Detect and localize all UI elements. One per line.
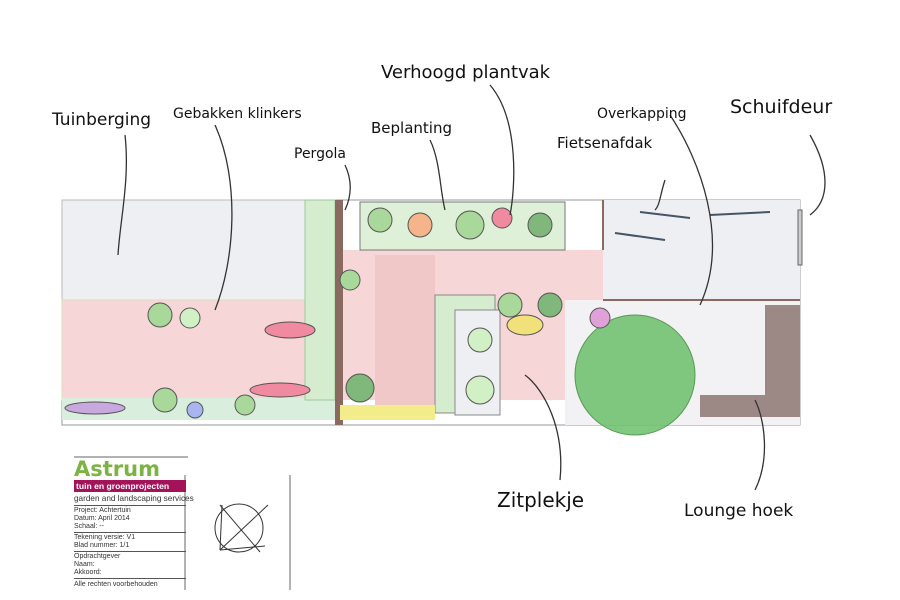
scale-field: Schaal: --: [74, 523, 104, 530]
company-logo: Astrum: [74, 457, 160, 481]
label-beplanting: Beplanting: [371, 119, 452, 137]
date-field: Datum: April 2014: [74, 515, 130, 522]
bike-shelter-area: [603, 200, 800, 300]
label-arrows: [117, 84, 826, 491]
client-heading: Opdrachtgever: [74, 553, 121, 560]
path: [375, 255, 435, 405]
label-lounge-hoek: Lounge hoek: [684, 501, 793, 521]
pergola-beam: [335, 200, 343, 425]
bike-icons: [614, 211, 771, 241]
shrubs: [64, 207, 611, 419]
sheet-field: Blad nummer: 1/1: [74, 542, 130, 549]
company-tagline: tuin en groenprojecten: [74, 480, 186, 492]
pergola-strip: [304, 199, 336, 401]
label-pergola: Pergola: [294, 146, 346, 162]
label-tuinberging: Tuinberging: [51, 110, 151, 130]
tree: [574, 314, 696, 436]
shed-area: [61, 199, 336, 301]
project-field: Project: Achtertuin: [74, 507, 131, 514]
lounge-bench-bottom: [700, 395, 800, 417]
label-schuifdeur: Schuifdeur: [730, 96, 832, 118]
title-block: Astrum tuin en groenprojecten garden and…: [74, 457, 194, 588]
label-zitplekje: Zitplekje: [497, 488, 584, 512]
label-gebakken-klinkers: Gebakken klinkers: [173, 106, 302, 122]
label-overkapping: Overkapping: [597, 106, 687, 122]
label-fietsenafdak: Fietsenafdak: [557, 134, 653, 152]
version-field: Tekening versie: V1: [74, 534, 136, 541]
sliding-door: [797, 209, 803, 266]
north-arrow-icon: [214, 503, 269, 553]
rights-note: Alle rechten voorbehouden: [74, 581, 158, 588]
name-field: Naam:: [74, 561, 95, 568]
label-verhoogd-plantvak: Verhoogd plantvak: [381, 62, 551, 83]
yellow-border: [340, 405, 435, 420]
company-subtitle: garden and landscaping services: [74, 492, 194, 506]
approval-field: Akkoord:: [74, 569, 102, 576]
